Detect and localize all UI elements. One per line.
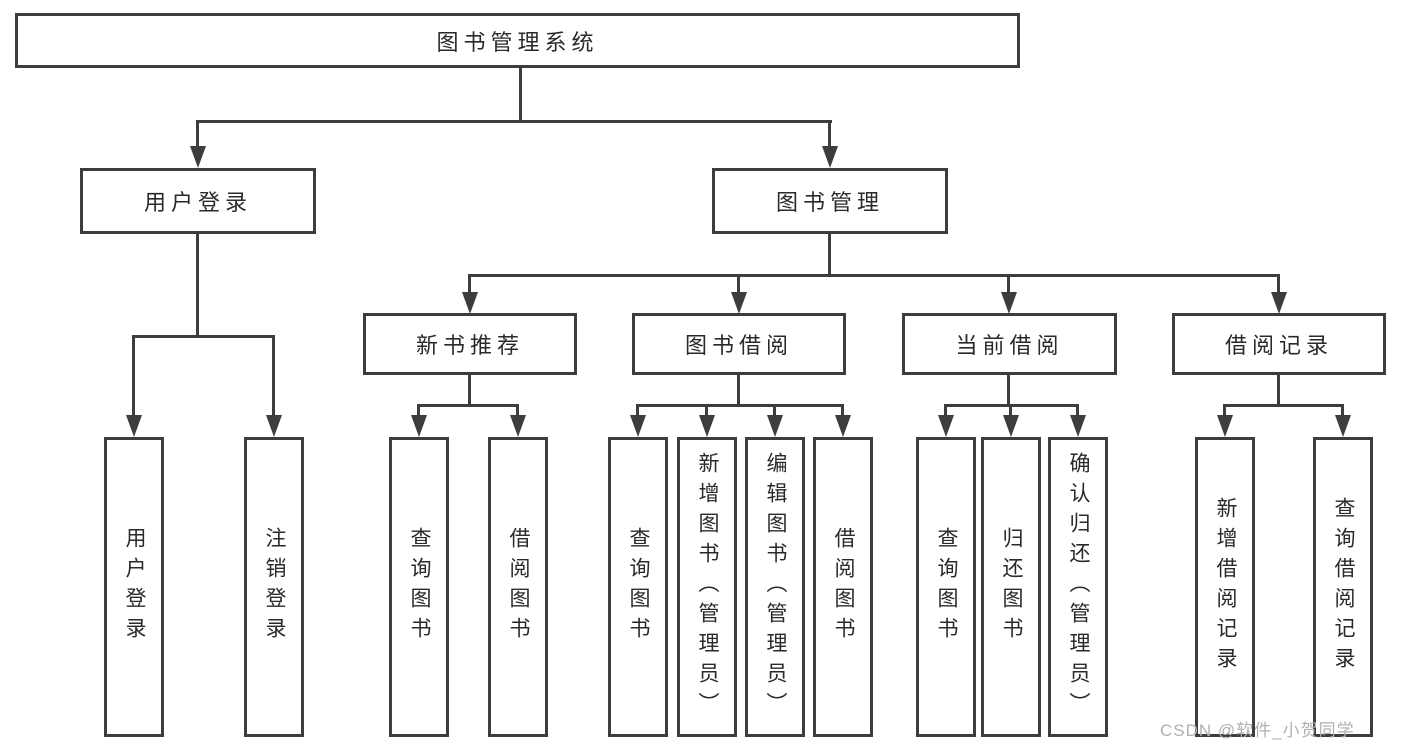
arrow-down-icon [835,415,851,437]
arrow-down-icon [938,415,954,437]
node-label: 图书管理系统 [436,29,599,55]
leaf-borrow-books-newbook: 借阅图书 [488,437,548,737]
arrow-down-icon [1217,415,1233,437]
connector-drop-leaf [272,335,275,415]
leaf-label: 新增图书（管理员） [696,452,719,722]
arrow-down-icon [1001,292,1017,314]
leaf-query-books-current: 查询图书 [916,437,976,737]
connector-drop-leaf [1341,404,1344,416]
connector-book-borrow-hbar [636,404,844,407]
leaf-label: 查询图书 [935,527,958,647]
arrow-down-icon [510,415,526,437]
arrow-down-icon [1335,415,1351,437]
connector-drop-leaf [132,335,135,415]
arrow-down-icon [411,415,427,437]
arrow-down-icon [126,415,142,437]
connector-book-management-stem [828,234,831,277]
node-label: 图书管理 [775,190,884,215]
leaf-user-login: 用户登录 [104,437,164,737]
connector-borrow-record-stem [1277,375,1280,407]
arrow-down-icon [630,415,646,437]
connector-drop-leaf [1223,404,1226,416]
leaf-label: 查询图书 [408,527,431,647]
leaf-query-books-newbook: 查询图书 [389,437,449,737]
connector-drop-leaf [773,404,776,416]
connector-drop-new-book [468,274,471,294]
leaf-label: 确认归还（管理员） [1067,452,1090,722]
leaf-label: 用户登录 [123,527,146,647]
node-borrow-records: 借阅记录 [1172,313,1386,375]
node-label: 新书推荐 [415,333,524,358]
connector-drop-leaf [1009,404,1012,416]
leaf-query-borrow-record: 查询借阅记录 [1313,437,1373,737]
leaf-confirm-return-admin: 确认归还（管理员） [1048,437,1108,737]
arrow-down-icon [1003,415,1019,437]
leaf-add-book-admin: 新增图书（管理员） [677,437,737,737]
arrow-down-icon [1070,415,1086,437]
arrow-down-icon [1271,292,1287,314]
node-label: 用户登录 [143,190,252,215]
connector-drop-leaf [516,404,519,416]
leaf-edit-book-admin: 编辑图书（管理员） [745,437,805,737]
arrow-down-icon [266,415,282,437]
leaf-add-borrow-record: 新增借阅记录 [1195,437,1255,737]
arrow-down-icon [731,292,747,314]
connector-drop-leaf [944,404,947,416]
leaf-label: 新增借阅记录 [1214,497,1237,677]
connector-drop-book-borrow [737,274,740,294]
arrow-down-icon [767,415,783,437]
connector-root-stem [519,68,522,120]
connector-drop-book-management [828,120,831,146]
connector-drop-leaf [705,404,708,416]
node-label: 借阅记录 [1224,333,1333,358]
connector-new-book-stem [468,375,471,407]
arrow-down-icon [699,415,715,437]
node-new-book-recommend: 新书推荐 [363,313,577,375]
connector-drop-current-borrow [1007,274,1010,294]
arrow-down-icon [190,146,206,168]
connector-current-borrow-stem [1007,375,1010,407]
connector-root-hbar [196,120,832,123]
arrow-down-icon [822,146,838,168]
node-user-login: 用户登录 [80,168,316,234]
connector-user-login-stem [196,234,199,338]
leaf-query-books-borrow: 查询图书 [608,437,668,737]
connector-drop-leaf [841,404,844,416]
node-label: 当前借阅 [955,333,1064,358]
connector-drop-leaf [417,404,420,416]
leaf-borrow-books: 借阅图书 [813,437,873,737]
leaf-label: 注销登录 [263,527,286,647]
connector-book-borrow-stem [737,375,740,407]
leaf-label: 借阅图书 [507,527,530,647]
connector-drop-leaf [1076,404,1079,416]
node-label: 图书借阅 [684,333,793,358]
leaf-label: 借阅图书 [832,527,855,647]
leaf-label: 查询借阅记录 [1332,497,1355,677]
connector-drop-borrow-record [1277,274,1280,294]
connector-user-login-hbar [132,335,275,338]
leaf-return-books: 归还图书 [981,437,1041,737]
csdn-watermark: CSDN @软件_小贺同学 [1160,721,1355,740]
leaf-logout: 注销登录 [244,437,304,737]
connector-drop-user-login [196,120,199,146]
node-book-management-system: 图书管理系统 [15,13,1020,68]
connector-drop-leaf [636,404,639,416]
connector-book-management-hbar [468,274,1280,277]
leaf-label: 编辑图书（管理员） [764,452,787,722]
leaf-label: 查询图书 [627,527,650,647]
node-current-borrow: 当前借阅 [902,313,1117,375]
node-book-borrow: 图书借阅 [632,313,846,375]
arrow-down-icon [462,292,478,314]
connector-new-book-hbar [417,404,519,407]
connector-borrow-record-hbar [1223,404,1344,407]
node-book-management: 图书管理 [712,168,948,234]
leaf-label: 归还图书 [1000,527,1023,647]
